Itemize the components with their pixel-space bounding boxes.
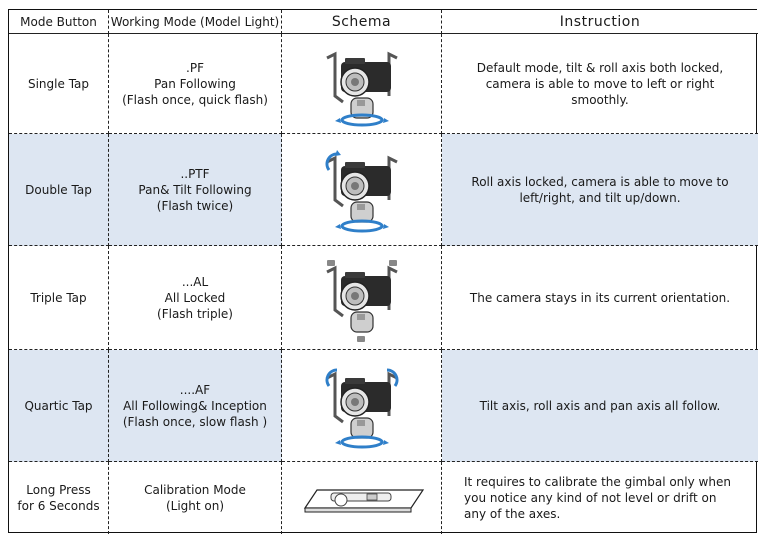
mode-code: .PF: [186, 60, 204, 75]
mode-light: (Flash once, quick flash): [122, 92, 268, 107]
row-2-working-mode: ..PTF Pan& Tilt Following (Flash twice): [109, 134, 282, 246]
row-5-instruction: It requires to calibrate the gimbal only…: [464, 475, 731, 521]
row-4-working-mode: ....AF All Following& Inception (Flash o…: [109, 350, 282, 462]
row-3-working-mode: ...AL All Locked (Flash triple): [109, 246, 282, 350]
mode-code: ....AF: [179, 382, 211, 397]
header-schema: Schema: [282, 10, 442, 34]
row-3-schema: [282, 246, 442, 350]
row-2-schema: [282, 134, 442, 246]
gimbal-mode-table: Mode Button Working Mode (Model Light) S…: [8, 9, 758, 534]
mode-name: All Locked: [164, 290, 226, 305]
mode-name: Pan Following: [154, 76, 236, 91]
row-1-working-mode: .PF Pan Following (Flash once, quick fla…: [109, 34, 282, 134]
mode-code: ...AL: [181, 274, 209, 289]
row-1-schema: [282, 34, 442, 134]
mode-light: (Light on): [165, 499, 225, 513]
row-5-working-mode: Calibration Mode (Light on): [109, 462, 282, 534]
gimbal-pan-tilt-following-icon: [325, 149, 398, 232]
mode-name: All Following& Inception: [123, 398, 267, 413]
row-2-button: Double Tap: [9, 134, 109, 246]
mode-code: ..PTF: [180, 166, 210, 181]
button-line-2: for 6 Seconds: [17, 499, 100, 513]
row-5-schema: [282, 462, 442, 534]
row-4-button: Quartic Tap: [9, 350, 109, 462]
gimbal-pan-following-icon: [325, 52, 398, 126]
row-3-button: Triple Tap: [9, 246, 109, 350]
gimbal-all-locked-icon: [325, 259, 398, 342]
header-mode-button: Mode Button: [9, 10, 109, 34]
row-5-button: Long Press for 6 Seconds: [9, 462, 109, 534]
mode-name: Pan& Tilt Following: [138, 182, 252, 197]
header-instruction: Instruction: [442, 10, 758, 34]
gimbal-calibration-flat-icon: [303, 489, 424, 513]
row-4-schema: [282, 350, 442, 462]
row-3-instruction: The camera stays in its current orientat…: [442, 246, 758, 350]
row-2-instruction: Roll axis locked, camera is able to move…: [442, 134, 758, 246]
gimbal-all-following-icon: [325, 368, 398, 448]
row-1-instruction: Default mode, tilt & roll axis both lock…: [442, 34, 758, 134]
mode-light: (Flash triple): [157, 306, 233, 321]
mode-light: (Flash twice): [156, 198, 234, 213]
row-4-instruction: Tilt axis, roll axis and pan axis all fo…: [442, 350, 758, 462]
row-1-button: Single Tap: [9, 34, 109, 134]
mode-light: (Flash once, slow flash ): [122, 414, 268, 429]
button-line-1: Long Press: [26, 483, 91, 497]
mode-name: Calibration Mode: [144, 483, 246, 497]
header-working-mode: Working Mode (Model Light): [109, 10, 282, 34]
